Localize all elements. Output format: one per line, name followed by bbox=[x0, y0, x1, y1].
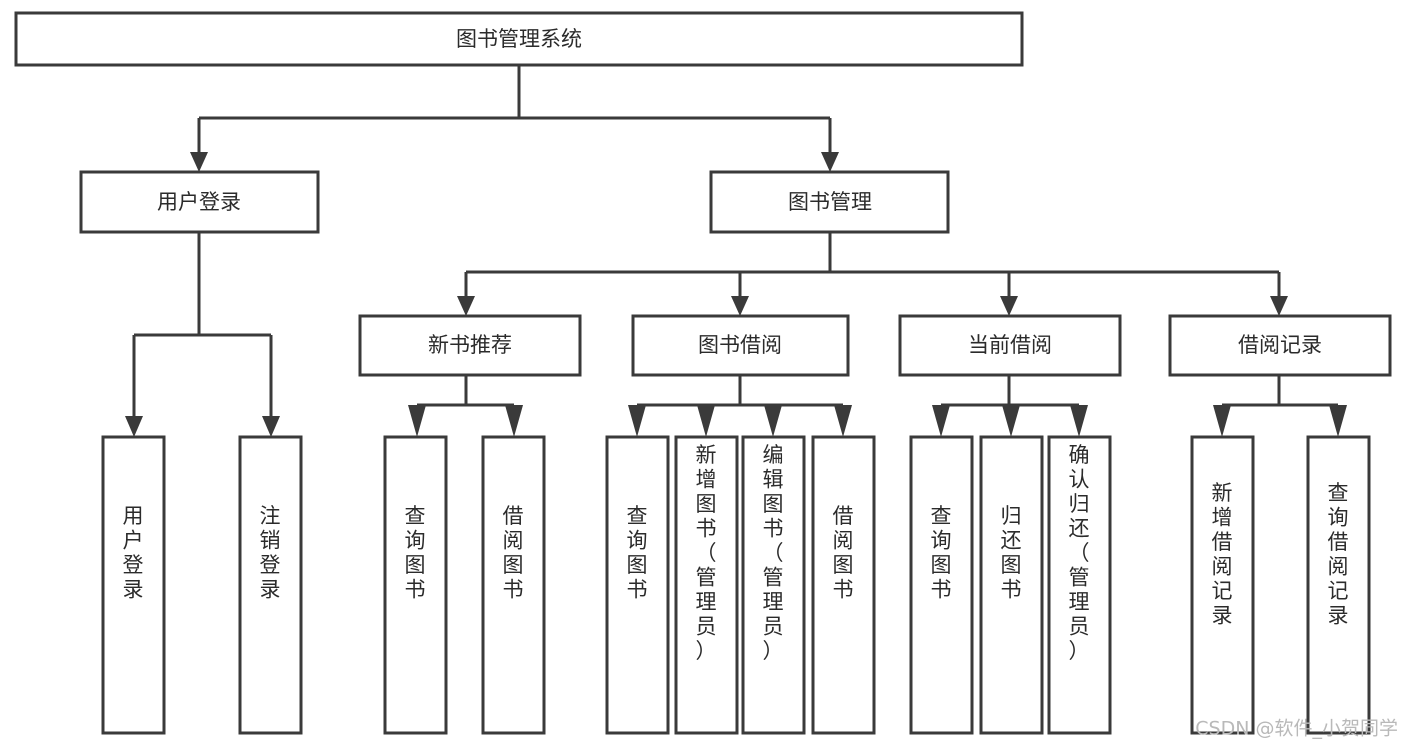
leaf-node-query-book-borrow-box[interactable] bbox=[605, 435, 670, 735]
arrow-borrow-leaf-2 bbox=[697, 405, 715, 437]
node-current-borrow-label: 当前借阅 bbox=[968, 333, 1052, 357]
arrow-new-book-leaf-2 bbox=[505, 405, 523, 437]
leaf-node-confirm-return-admin-label: 确认归还（管理员） bbox=[1069, 443, 1090, 663]
leaf-node-logout[interactable]: 注销登录 bbox=[238, 435, 303, 735]
leaf-node-borrow-book-box[interactable] bbox=[811, 435, 876, 735]
leaf-node-query-book-current-box[interactable] bbox=[909, 435, 974, 735]
node-new-book-recommend-box[interactable] bbox=[358, 314, 582, 377]
leaf-node-user-login-label: 用户登录 bbox=[123, 504, 144, 602]
leaf-node-edit-book-admin-box[interactable] bbox=[741, 435, 806, 735]
connector-group-user-login bbox=[125, 232, 280, 437]
leaf-node-query-borrow-record-box[interactable] bbox=[1306, 435, 1371, 735]
leaf-node-borrow-book-rec-label: 借阅图书 bbox=[503, 504, 524, 602]
leaf-node-query-book-current[interactable]: 查询图书 bbox=[909, 435, 974, 735]
node-user-login-box[interactable] bbox=[79, 170, 320, 234]
node-borrow-records[interactable]: 借阅记录 bbox=[1168, 314, 1392, 377]
leaf-node-user-login[interactable]: 用户登录 bbox=[101, 435, 166, 735]
leaf-node-add-borrow-record-label: 新增借阅记录 bbox=[1212, 481, 1233, 628]
arrow-book-mgmt-to-borrow bbox=[731, 296, 749, 316]
arrow-borrow-leaf-3 bbox=[764, 405, 782, 437]
node-root-label: 图书管理系统 bbox=[456, 27, 582, 51]
leaf-node-add-borrow-record[interactable]: 新增借阅记录 bbox=[1190, 435, 1255, 735]
arrow-current-leaf-1 bbox=[932, 405, 950, 437]
arrow-root-to-user-login bbox=[190, 152, 208, 172]
node-new-book-recommend-label: 新书推荐 bbox=[428, 333, 512, 357]
leaf-node-query-borrow-record-label: 查询借阅记录 bbox=[1328, 481, 1349, 628]
node-new-book-recommend[interactable]: 新书推荐 bbox=[358, 314, 582, 377]
arrow-user-login-leaf-2 bbox=[262, 416, 280, 437]
node-book-borrow-box[interactable] bbox=[631, 314, 850, 377]
leaf-node-edit-book-admin[interactable]: 编辑图书（管理员） bbox=[741, 435, 806, 735]
leaf-node-query-book-rec-label: 查询图书 bbox=[405, 504, 426, 602]
node-book-management[interactable]: 图书管理 bbox=[709, 170, 950, 234]
arrow-user-login-leaf-1 bbox=[125, 416, 143, 437]
arrow-book-mgmt-to-records bbox=[1270, 296, 1288, 316]
leaf-node-query-book-borrow-label: 查询图书 bbox=[627, 504, 648, 602]
node-book-management-box[interactable] bbox=[709, 170, 950, 234]
leaf-node-add-book-admin-label: 新增图书（管理员） bbox=[696, 443, 717, 663]
node-book-borrow-label: 图书借阅 bbox=[698, 333, 782, 357]
leaf-node-query-book-borrow[interactable]: 查询图书 bbox=[605, 435, 670, 735]
leaf-node-borrow-book-rec[interactable]: 借阅图书 bbox=[481, 435, 546, 735]
leaf-node-logout-label: 注销登录 bbox=[260, 504, 281, 602]
leaf-node-user-login-box[interactable] bbox=[101, 435, 166, 735]
arrow-root-to-book-mgmt bbox=[821, 152, 839, 172]
leaf-node-return-book[interactable]: 归还图书 bbox=[979, 435, 1044, 735]
leaf-node-add-borrow-record-box[interactable] bbox=[1190, 435, 1255, 735]
leaf-node-borrow-book-label: 借阅图书 bbox=[833, 504, 854, 602]
arrow-book-mgmt-to-current bbox=[1000, 296, 1018, 316]
leaf-nodes-group: 用户登录 注销登录 查询图书 借阅图书 查询图书 新增图书（管理员） bbox=[101, 435, 1371, 735]
node-book-management-label: 图书管理 bbox=[788, 190, 872, 214]
arrow-records-leaf-1 bbox=[1213, 405, 1231, 437]
node-user-login[interactable]: 用户登录 bbox=[79, 170, 320, 234]
leaf-node-return-book-label: 归还图书 bbox=[1001, 504, 1022, 602]
node-book-borrow[interactable]: 图书借阅 bbox=[631, 314, 850, 377]
node-borrow-records-label: 借阅记录 bbox=[1238, 333, 1322, 357]
node-root[interactable]: 图书管理系统 bbox=[14, 11, 1024, 67]
node-borrow-records-box[interactable] bbox=[1168, 314, 1392, 377]
arrow-records-leaf-2 bbox=[1329, 405, 1347, 437]
leaf-node-logout-box[interactable] bbox=[238, 435, 303, 735]
arrow-new-book-leaf-1 bbox=[408, 405, 426, 437]
leaf-node-edit-book-admin-label: 编辑图书（管理员） bbox=[763, 443, 784, 663]
connector-group-root bbox=[190, 65, 839, 172]
leaf-node-add-book-admin[interactable]: 新增图书（管理员） bbox=[674, 435, 739, 735]
leaf-node-add-book-admin-box[interactable] bbox=[674, 435, 739, 735]
connector-group-borrow bbox=[628, 375, 852, 437]
connector-group-current-borrow bbox=[932, 375, 1088, 437]
leaf-node-query-book-current-label: 查询图书 bbox=[931, 504, 952, 602]
leaf-node-query-book-rec[interactable]: 查询图书 bbox=[383, 435, 448, 735]
node-user-login-label: 用户登录 bbox=[157, 190, 241, 214]
arrow-book-mgmt-to-new-book bbox=[457, 296, 475, 316]
leaf-node-borrow-book-rec-box[interactable] bbox=[481, 435, 546, 735]
arrow-current-leaf-2 bbox=[1002, 405, 1020, 437]
leaf-node-confirm-return-admin-box[interactable] bbox=[1047, 435, 1112, 735]
arrow-borrow-leaf-1 bbox=[628, 405, 646, 437]
connector-group-new-book bbox=[408, 375, 523, 437]
arrow-borrow-leaf-4 bbox=[834, 405, 852, 437]
connector-group-records bbox=[1213, 375, 1347, 437]
node-current-borrow[interactable]: 当前借阅 bbox=[898, 314, 1122, 377]
node-current-borrow-box[interactable] bbox=[898, 314, 1122, 377]
leaf-node-return-book-box[interactable] bbox=[979, 435, 1044, 735]
leaf-node-borrow-book[interactable]: 借阅图书 bbox=[811, 435, 876, 735]
leaf-node-confirm-return-admin[interactable]: 确认归还（管理员） bbox=[1047, 435, 1112, 735]
leaf-node-query-book-rec-box[interactable] bbox=[383, 435, 448, 735]
arrow-current-leaf-3 bbox=[1070, 405, 1088, 437]
node-root-box[interactable] bbox=[14, 11, 1024, 67]
leaf-node-query-borrow-record[interactable]: 查询借阅记录 bbox=[1306, 435, 1371, 735]
connector-group-book-mgmt bbox=[457, 232, 1288, 316]
csdn-watermark: CSDN @软件_小贺同学 bbox=[1195, 718, 1398, 740]
